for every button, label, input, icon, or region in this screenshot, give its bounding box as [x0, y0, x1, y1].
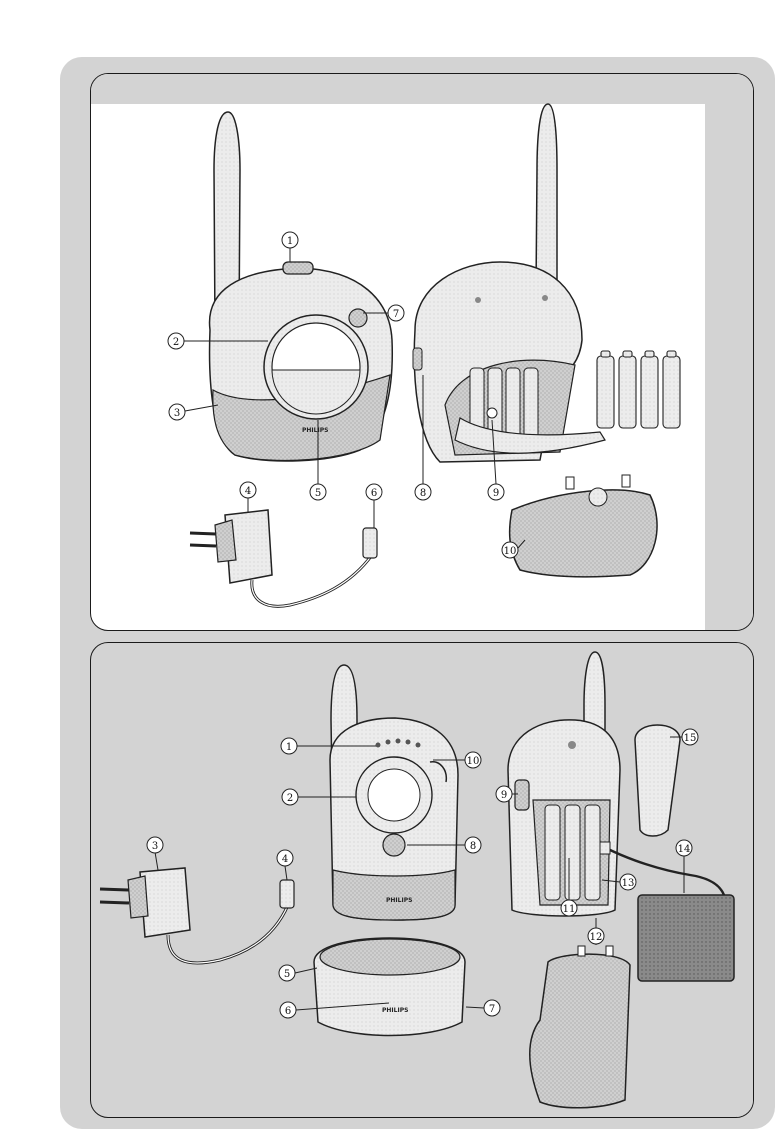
callout-4: 4	[245, 486, 251, 497]
callout-b11: 11	[563, 904, 576, 915]
callout-8: 8	[420, 488, 426, 499]
callout-b7: 7	[489, 1004, 495, 1015]
callout-b8: 8	[470, 841, 476, 852]
brand-logo-text-parent: PHILIPS	[386, 897, 412, 904]
callout-b13: 13	[622, 878, 635, 889]
callout-labels-top: 1 2 3 4 5 6 7 8 9 10	[173, 236, 517, 557]
callout-b10: 10	[467, 756, 480, 767]
aa-batteries	[596, 350, 681, 429]
panel-right-band	[705, 74, 753, 630]
callout-6: 6	[371, 488, 377, 499]
parent-unit-front: PHILIPS	[329, 664, 459, 921]
callout-b2: 2	[287, 793, 293, 804]
baby-unit-front: PHILIPS	[208, 111, 394, 462]
callout-1: 1	[287, 236, 293, 247]
callout-b5: 5	[284, 969, 290, 980]
callout-labels-bottom: 1 2 3 4 5 6 7 8 9 10 11 12 13 14 15	[152, 733, 697, 1017]
brand-logo-text: PHILIPS	[302, 427, 328, 434]
callout-b1: 1	[286, 742, 292, 753]
callout-10: 10	[504, 546, 517, 557]
brand-logo-text-base: PHILIPS	[382, 1007, 408, 1014]
baby-unit-back	[412, 103, 606, 463]
callout-7: 7	[393, 309, 399, 320]
panel-top-band	[91, 74, 753, 104]
callout-b15: 15	[684, 733, 697, 744]
callout-b3: 3	[152, 841, 158, 852]
callouts-top	[167, 231, 526, 559]
parent-unit-back	[507, 651, 621, 917]
callout-b9: 9	[501, 790, 507, 801]
power-adapter-top	[189, 509, 378, 608]
callout-b14: 14	[678, 844, 691, 855]
power-adapter-bottom	[99, 867, 295, 965]
callout-3: 3	[174, 408, 180, 419]
callout-b6: 6	[285, 1006, 291, 1017]
belt-clip	[634, 724, 681, 837]
battery-cover-parent	[529, 945, 631, 1109]
callout-5: 5	[315, 488, 321, 499]
battery-pack	[599, 841, 735, 982]
callout-b12: 12	[590, 932, 603, 943]
callout-9: 9	[493, 488, 499, 499]
callout-2: 2	[173, 337, 179, 348]
charger-base: PHILIPS	[313, 937, 466, 1037]
callouts-bottom	[146, 728, 699, 1019]
battery-cover	[508, 474, 658, 578]
callout-b4: 4	[282, 854, 288, 865]
